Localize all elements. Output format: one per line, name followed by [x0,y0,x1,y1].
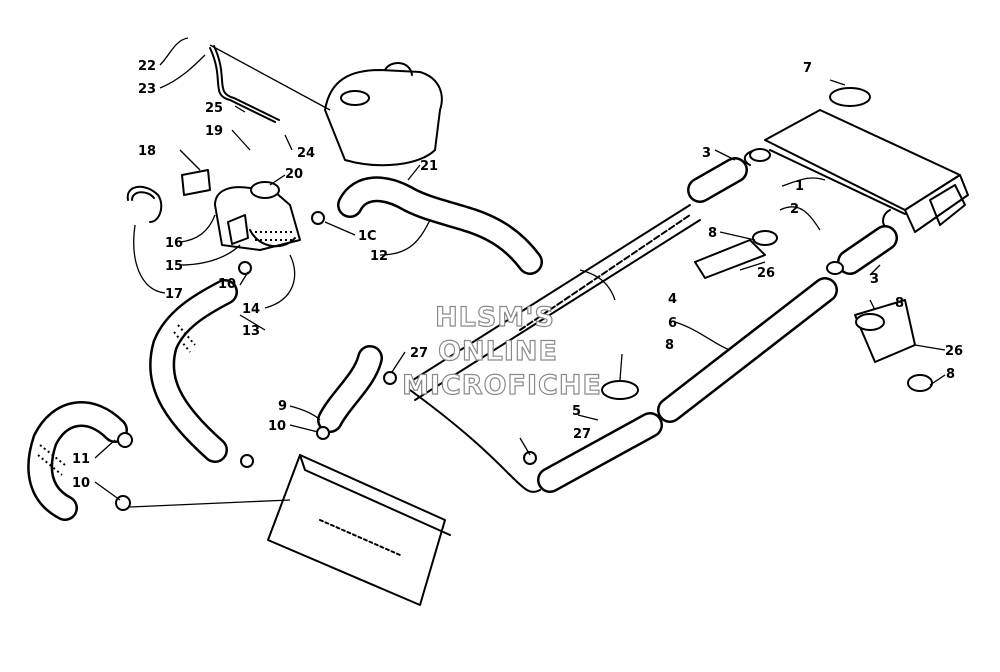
tunnel-rail [409,389,541,493]
cooler-tube-lower [537,412,663,493]
cooler-tube-right [657,277,838,423]
callout-2: 2 [790,202,799,217]
upper-hose [337,176,543,275]
callout-3-right: 3 [870,272,879,287]
callout-7: 7 [803,61,812,76]
small-hoses [687,148,898,275]
clip-plates [601,87,933,400]
callout-1c: 1C [358,229,377,244]
callout-17: 17 [165,287,183,302]
callout-15: 15 [165,259,183,274]
callout-20: 20 [285,167,303,182]
watermark-line-1: HLSM'S [435,302,555,333]
expansion-bottle [214,181,301,251]
leader-lines [94,37,946,508]
decal [181,169,211,196]
callout-16: 16 [165,236,183,251]
callout-1: 1 [795,179,804,194]
callout-25: 25 [205,101,223,116]
callout-8-far-right: 8 [946,367,955,382]
callout-10-upper: 10 [218,277,236,292]
heat-exchanger [743,109,969,233]
watermark-line-2: ONLINE [438,336,558,367]
callout-10-middle: 10 [268,419,286,434]
callout-18: 18 [138,144,156,159]
callout-19: 19 [205,124,223,139]
callout-8-right: 8 [895,296,904,311]
coolant-tank [324,62,443,167]
callout-8-center: 8 [708,226,717,241]
callout-9: 9 [278,399,287,414]
callout-11: 11 [72,452,90,467]
hose-9 [317,345,383,433]
callout-23: 23 [138,82,156,97]
hose-11 [27,401,128,521]
callout-6: 6 [668,316,677,331]
callout-4: 4 [668,292,677,307]
callout-3-top: 3 [702,146,711,161]
callout-26-right: 26 [945,344,963,359]
lower-hose-13 [149,279,238,463]
watermark: HLSM'S ONLINE MICROFICHE [401,301,602,401]
callout-labels: 1 2 3 3 4 5 6 7 8 8 8 8 9 10 10 10 11 12… [72,59,963,491]
callout-12: 12 [370,249,388,264]
callout-24: 24 [297,146,315,161]
callout-27-upper: 27 [410,346,428,361]
callout-22: 22 [138,59,156,74]
callout-10-lower: 10 [72,476,90,491]
callout-26-center: 26 [757,266,775,281]
callout-8-lower: 8 [665,338,674,353]
vent-line [209,44,331,123]
watermark-line-3: MICROFICHE [402,370,602,401]
callout-13: 13 [242,324,260,339]
skid-plate [267,454,451,606]
callout-14: 14 [242,302,260,317]
callout-21: 21 [420,159,438,174]
tunnel-cooler-tube [404,204,701,401]
callout-27-lower: 27 [573,427,591,442]
clamp-ring [126,185,163,223]
callout-5: 5 [572,404,581,419]
